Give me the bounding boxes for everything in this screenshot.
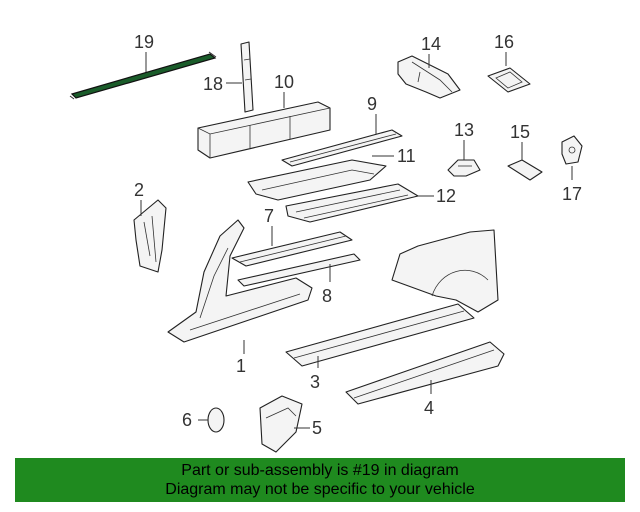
callout-18[interactable]: 18 — [203, 74, 223, 94]
callout-16[interactable]: 16 — [494, 32, 514, 52]
exploded-parts-diagram: 19 18 10 9 11 12 14 — [69, 32, 583, 453]
part-12-floor-reinforcement[interactable] — [285, 183, 419, 223]
part-7-rocker-reinforcement[interactable] — [231, 231, 353, 267]
part-quarter-inner-panel[interactable] — [391, 229, 499, 313]
part-5-housing[interactable] — [259, 395, 303, 453]
callout-17[interactable]: 17 — [562, 184, 582, 204]
notice-line-2: Diagram may not be specific to your vehi… — [165, 481, 475, 498]
callout-15[interactable]: 15 — [510, 122, 530, 142]
part-1-inner-panel[interactable] — [167, 219, 313, 343]
part-16-plate[interactable] — [487, 67, 531, 93]
part-8-lower-rail[interactable] — [237, 253, 361, 287]
callout-9[interactable]: 9 — [367, 94, 377, 114]
part-13-small-bracket[interactable] — [447, 159, 481, 177]
part-14-bracket[interactable] — [397, 55, 461, 99]
part-9-sill-plate[interactable] — [281, 129, 403, 167]
part-10-roof-rail[interactable] — [197, 101, 331, 159]
part-17-clip[interactable] — [561, 135, 583, 165]
callout-2[interactable]: 2 — [134, 180, 144, 200]
callout-13[interactable]: 13 — [454, 120, 474, 140]
callout-1[interactable]: 1 — [236, 356, 246, 376]
callout-3[interactable]: 3 — [310, 372, 320, 392]
part-6-cap[interactable] — [207, 407, 225, 433]
part-18-pillar-strip[interactable] — [240, 41, 254, 113]
callout-4[interactable]: 4 — [424, 398, 434, 418]
part-19-weatherstrip[interactable] — [69, 51, 217, 100]
callout-14[interactable]: 14 — [421, 34, 441, 54]
part-3-rocker-panel[interactable] — [285, 303, 475, 367]
callout-11[interactable]: 11 — [397, 146, 416, 166]
callout-7[interactable]: 7 — [264, 206, 274, 226]
part-4-outer-rocker[interactable] — [345, 341, 505, 405]
notice-banner: Part or sub-assembly is #19 in diagram D… — [15, 458, 625, 502]
part-2-pillar-reinforcement[interactable] — [133, 199, 167, 273]
callout-8[interactable]: 8 — [322, 286, 332, 306]
callout-19[interactable]: 19 — [134, 32, 154, 52]
notice-line-1: Part or sub-assembly is #19 in diagram — [181, 462, 459, 479]
callout-6[interactable]: 6 — [182, 410, 192, 430]
part-11-floor-panel[interactable] — [247, 159, 387, 201]
callout-12[interactable]: 12 — [436, 186, 456, 206]
callout-5[interactable]: 5 — [312, 418, 322, 438]
callout-10[interactable]: 10 — [274, 72, 294, 92]
part-15-small-plate[interactable] — [507, 159, 543, 181]
